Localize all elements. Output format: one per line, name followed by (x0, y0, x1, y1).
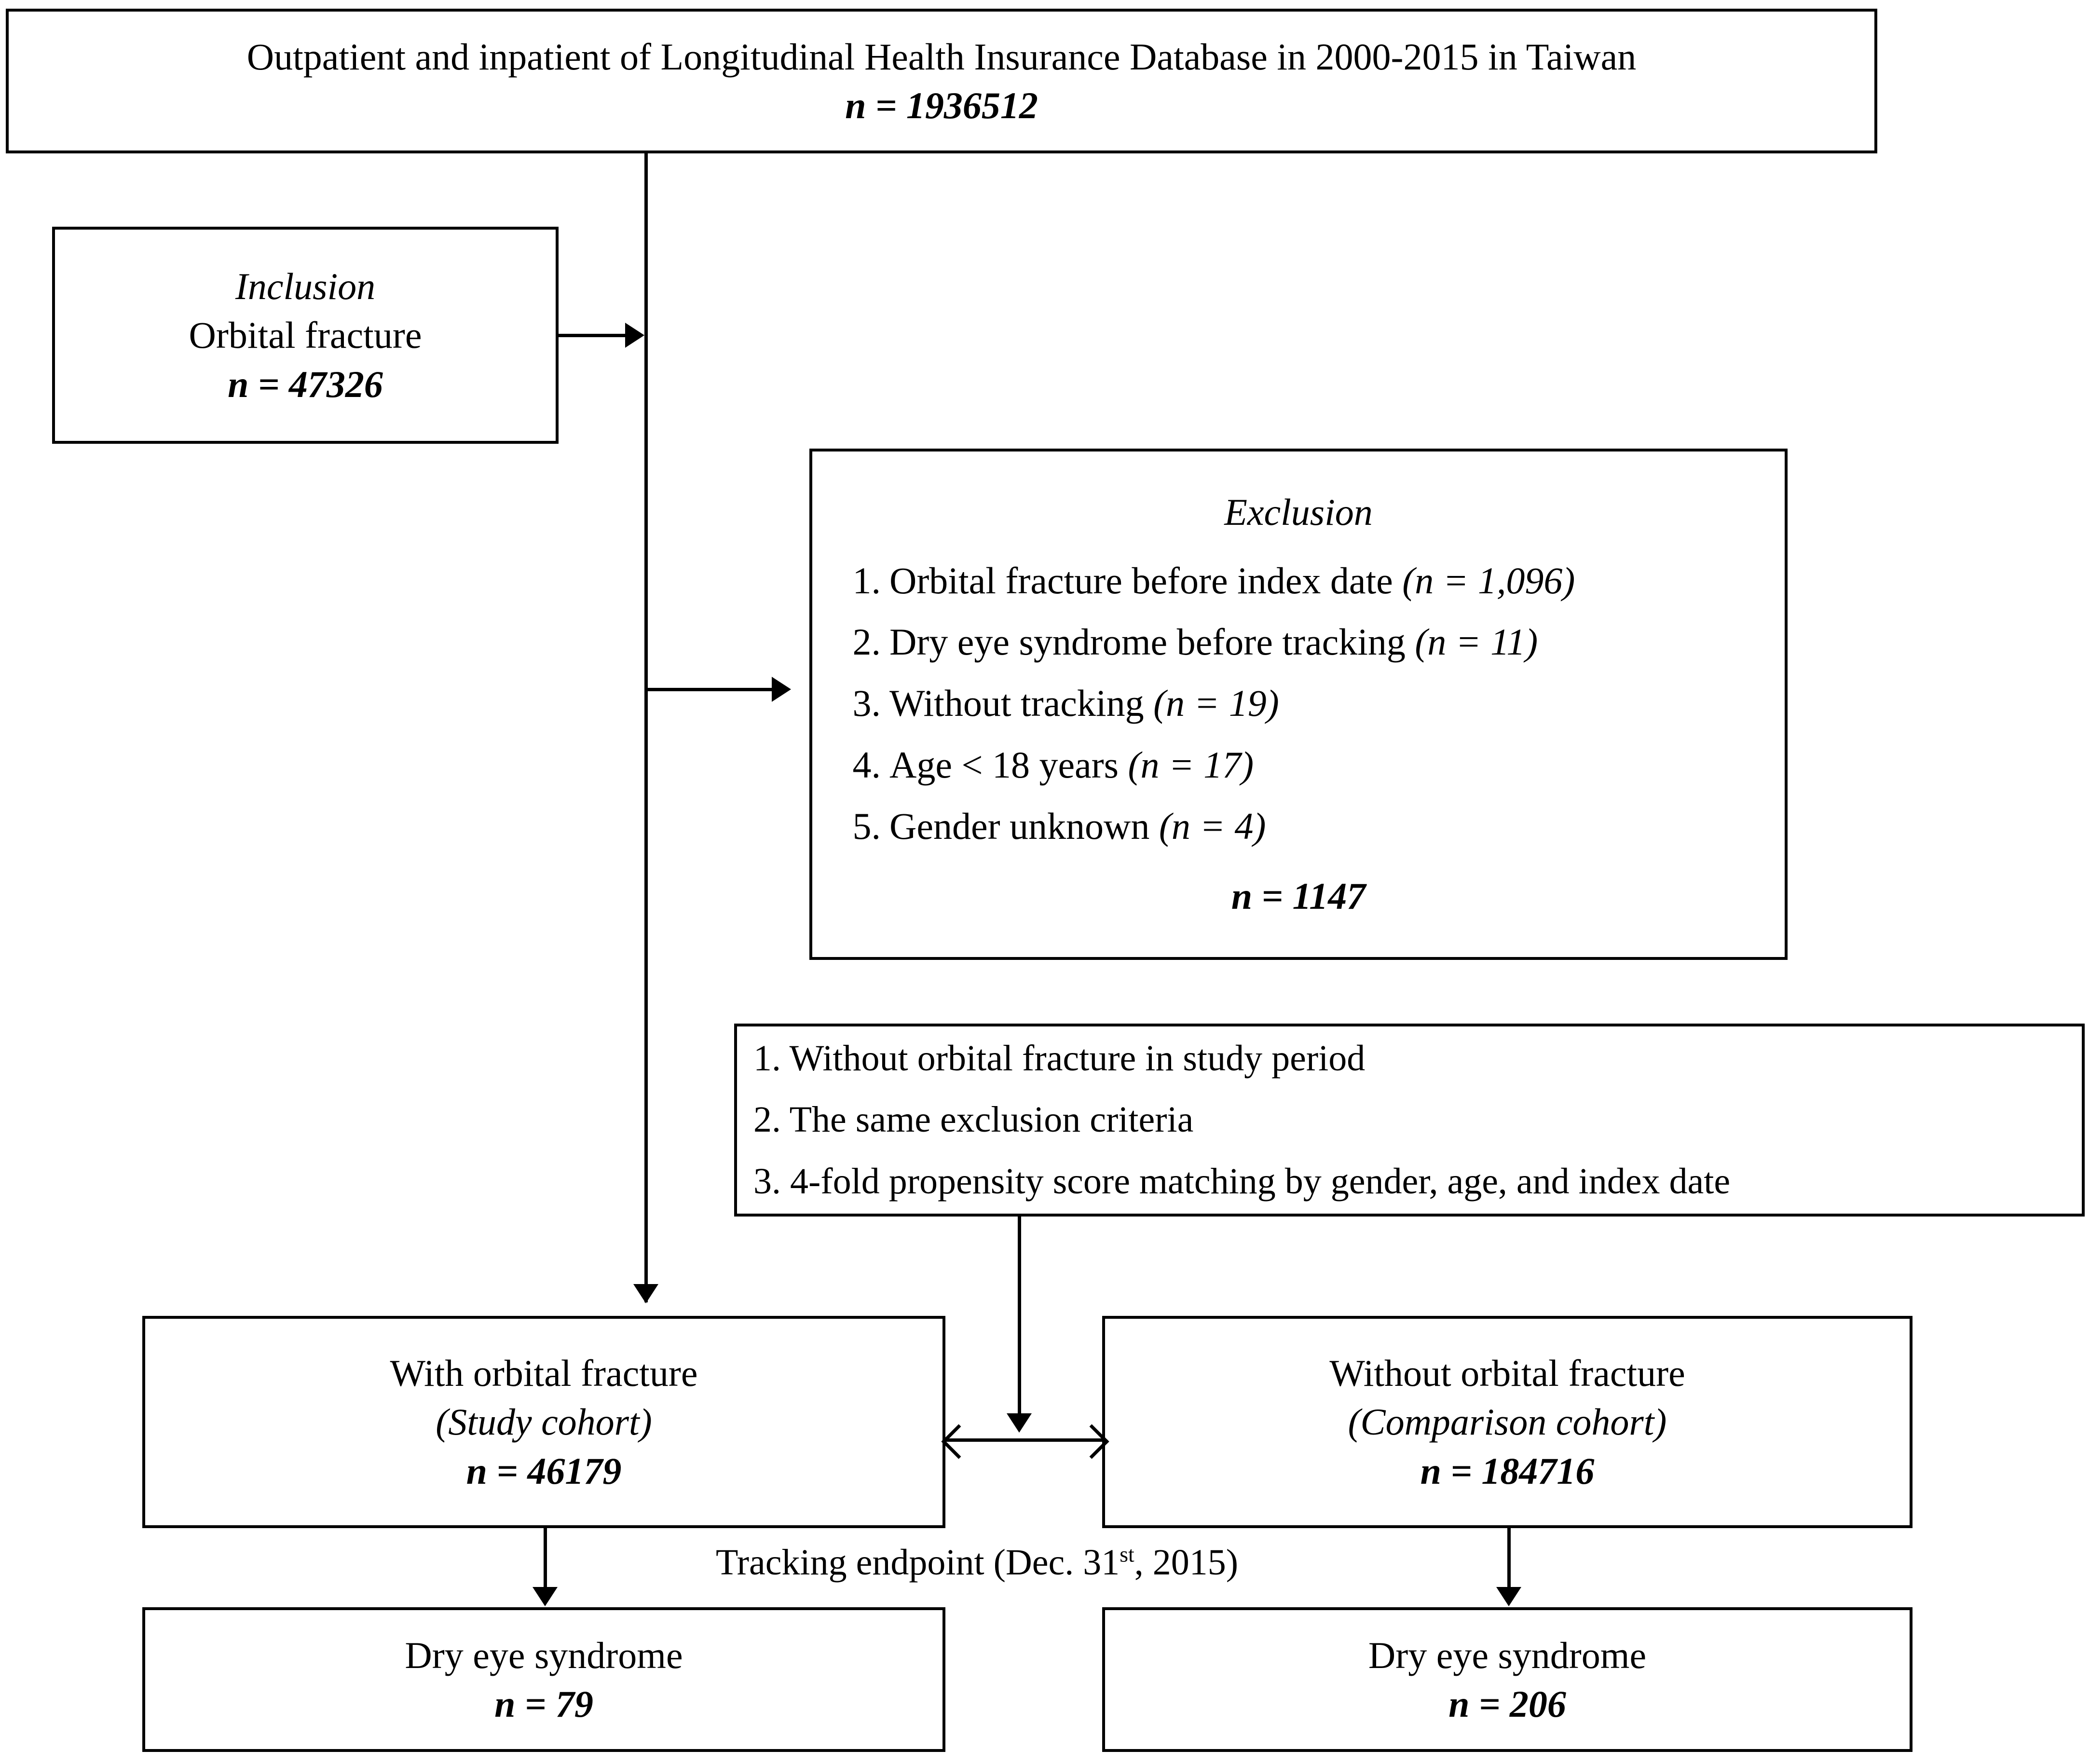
exclusion-item-count: (n = 11) (1415, 620, 1538, 663)
exclusion-item-number: 3. (852, 682, 881, 725)
exclusion-count: n = 1147 (1231, 875, 1366, 917)
comparison-cohort-label: Without orbital fracture (1329, 1352, 1685, 1394)
exclusion-item-text: Age < 18 years (889, 743, 1128, 786)
study-outcome-connector-line (544, 1528, 547, 1596)
inclusion-connector-line (559, 334, 627, 337)
comparison-cohort-sublabel: (Comparison cohort) (1348, 1401, 1667, 1443)
inclusion-heading: Inclusion (235, 265, 376, 307)
study-cohort-box: With orbital fracture (Study cohort) n =… (142, 1316, 945, 1528)
exclusion-item-number: 5. (852, 805, 881, 848)
inclusion-criterion: Orbital fracture (189, 314, 422, 356)
tracking-endpoint-prefix: Tracking endpoint (Dec. 31 (716, 1542, 1120, 1583)
matching-criteria-item: 3. 4-fold propensity score matching by g… (753, 1161, 1731, 1202)
exclusion-item-text: Without tracking (889, 682, 1154, 725)
comparison-outcome-count: n = 206 (1448, 1683, 1566, 1725)
comparison-outcome-box: Dry eye syndrome n = 206 (1102, 1607, 1912, 1752)
source-population-box: Outpatient and inpatient of Longitudinal… (6, 9, 1877, 153)
tracking-endpoint-suffix: , 2015) (1134, 1542, 1238, 1583)
exclusion-item: 4.Age < 18 years (n = 17) (853, 740, 1785, 789)
exclusion-item-count: (n = 4) (1159, 805, 1266, 848)
study-cohort-count: n = 46179 (466, 1449, 622, 1492)
comparison-cohort-box: Without orbital fracture (Comparison coh… (1102, 1316, 1912, 1528)
inclusion-count: n = 47326 (228, 363, 383, 405)
matching-connector-arrowhead (1007, 1413, 1032, 1433)
source-population-count: n = 1936512 (845, 84, 1038, 126)
exclusion-item-text: Dry eye syndrome before tracking (889, 620, 1415, 663)
exclusion-item-number: 1. (852, 559, 881, 602)
exclusion-item-list: 1.Orbital fracture before index date (n … (812, 544, 1785, 863)
exclusion-item: 1.Orbital fracture before index date (n … (853, 556, 1785, 605)
tracking-endpoint-label: Tracking endpoint (Dec. 31st, 2015) (716, 1542, 1238, 1584)
exclusion-connector-arrowhead (772, 677, 791, 702)
exclusion-item-count: (n = 17) (1128, 743, 1254, 786)
matching-criteria-item: 1. Without orbital fracture in study per… (753, 1038, 1366, 1079)
exclusion-box: Exclusion 1.Orbital fracture before inde… (809, 449, 1788, 960)
exclusion-item: 3.Without tracking (n = 19) (853, 679, 1785, 727)
exclusion-connector-line (646, 688, 775, 691)
study-outcome-box: Dry eye syndrome n = 79 (142, 1607, 945, 1752)
exclusion-item-count: (n = 19) (1153, 682, 1279, 725)
study-outcome-label: Dry eye syndrome (405, 1634, 683, 1676)
exclusion-item-number: 2. (852, 620, 881, 663)
main-trunk-arrowhead (633, 1284, 658, 1303)
matching-criteria-list: 1. Without orbital fracture in study per… (737, 1021, 2082, 1219)
main-trunk-line (644, 153, 648, 1302)
matching-criteria-box: 1. Without orbital fracture in study per… (734, 1024, 2085, 1217)
exclusion-item-count: (n = 1,096) (1402, 559, 1575, 602)
study-outcome-connector-arrowhead (533, 1587, 558, 1606)
matching-criteria-item: 2. The same exclusion criteria (753, 1099, 1194, 1140)
study-cohort-label: With orbital fracture (390, 1352, 698, 1394)
tracking-endpoint-superscript: st (1120, 1542, 1134, 1567)
exclusion-item-text: Orbital fracture before index date (889, 559, 1403, 602)
exclusion-item-number: 4. (852, 743, 881, 786)
study-cohort-sublabel: (Study cohort) (436, 1401, 652, 1443)
inclusion-box: Inclusion Orbital fracture n = 47326 (52, 227, 559, 444)
inclusion-connector-arrowhead (625, 323, 644, 348)
cohort-match-line (945, 1438, 1102, 1442)
study-outcome-count: n = 79 (494, 1683, 593, 1725)
exclusion-item: 2.Dry eye syndrome before tracking (n = … (853, 617, 1785, 666)
cohort-match-arrowhead-left (941, 1424, 976, 1459)
exclusion-heading: Exclusion (1224, 491, 1373, 533)
comparison-cohort-count: n = 184716 (1420, 1449, 1595, 1492)
exclusion-item: 5.Gender unknown (n = 4) (853, 802, 1785, 850)
matching-connector-line (1018, 1217, 1021, 1419)
comparison-outcome-label: Dry eye syndrome (1368, 1634, 1647, 1676)
comparison-outcome-connector-arrowhead (1496, 1587, 1521, 1606)
source-population-heading: Outpatient and inpatient of Longitudinal… (246, 35, 1637, 78)
exclusion-item-text: Gender unknown (889, 805, 1159, 848)
comparison-outcome-connector-line (1507, 1528, 1511, 1596)
